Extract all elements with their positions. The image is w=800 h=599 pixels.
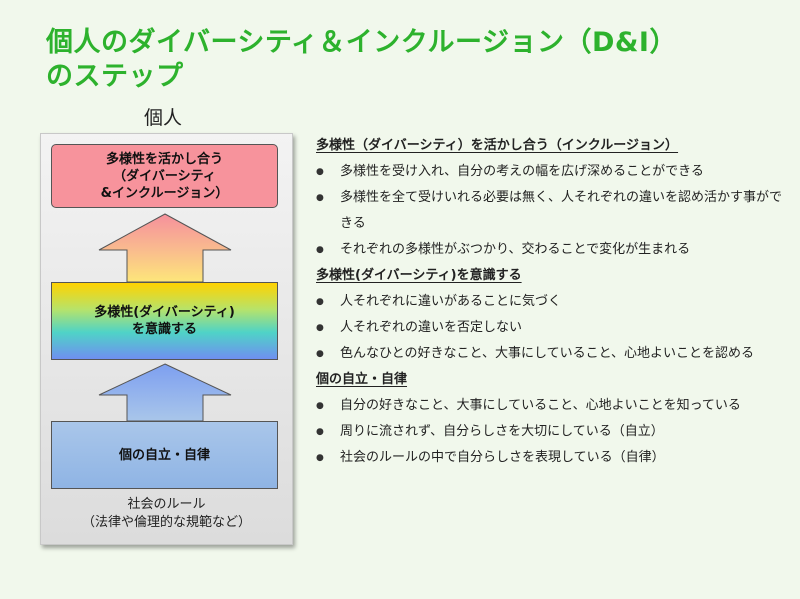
step-box-independence: 個の自立・自律: [51, 421, 278, 489]
diversity-line-2: を意識する: [131, 322, 197, 337]
steps-diagram: 多様性を活かし合う （ダイバーシティ &インクルージョン） 多様性(ダイバーシテ…: [40, 133, 293, 545]
diversity-line-1: 多様性(ダイバーシティ): [94, 305, 235, 320]
inclusion-line-2: （ダイバーシティ: [113, 168, 216, 184]
inclusion-line-3: &インクルージョン）: [100, 185, 229, 201]
step-box-inclusion: 多様性を活かし合う （ダイバーシティ &インクルージョン）: [51, 144, 278, 208]
section-heading: 個の自立・自律: [316, 372, 408, 387]
section-inclusion: 多様性（ダイバーシティ）を活かし合う（インクルージョン） 多様性を受け入れ、自分…: [316, 133, 786, 263]
list-item: 多様性を受け入れ、自分の考えの幅を広げ深めることができる: [316, 159, 786, 185]
independence-line-1: 個の自立・自律: [118, 447, 210, 463]
social-rules-line-1: 社会のルール: [127, 497, 206, 512]
section-independence: 個の自立・自律 自分の好きなこと、大事にしていること、心地よいことを知っている …: [316, 367, 786, 471]
lower-arrow: [98, 363, 232, 422]
list-item: 社会のルールの中で自分らしさを表現している（自律）: [316, 445, 786, 471]
list-item: それぞれの多様性がぶつかり、交わることで変化が生まれる: [316, 237, 786, 263]
section-heading: 多様性(ダイバーシティ)を意識する: [316, 268, 522, 283]
list-item: 人それぞれの違いを否定しない: [316, 315, 786, 341]
list-item: 色んなひとの好きなこと、大事にしていること、心地よいことを認める: [316, 341, 786, 367]
section-heading: 多様性（ダイバーシティ）を活かし合う（インクルージョン）: [316, 138, 679, 153]
list-item: 周りに流されず、自分らしさを大切にしている（自立）: [316, 419, 786, 445]
slide-title: 個人のダイバーシティ＆インクルージョン（D&I） のステップ: [46, 26, 677, 94]
social-rules-base: 社会のルール （法律や倫理的な規範など）: [41, 496, 292, 532]
list-item: 自分の好きなこと、大事にしていること、心地よいことを知っている: [316, 393, 786, 419]
social-rules-line-2: （法律や倫理的な規範など）: [81, 515, 251, 530]
explanation-list: 多様性（ダイバーシティ）を活かし合う（インクルージョン） 多様性を受け入れ、自分…: [316, 133, 786, 471]
upper-arrow: [98, 213, 232, 283]
title-line-2: のステップ: [46, 61, 184, 92]
arrows-graphic: [98, 213, 232, 422]
person-label: 個人: [144, 107, 183, 129]
title-line-1: 個人のダイバーシティ＆インクルージョン（D&I）: [46, 27, 677, 58]
list-item: 多様性を全て受けいれる必要は無く、人それぞれの違いを認め活かす事ができる: [316, 185, 786, 237]
list-item: 人それぞれに違いがあることに気づく: [316, 289, 786, 315]
step-box-diversity: 多様性(ダイバーシティ) を意識する: [51, 282, 278, 360]
inclusion-line-1: 多様性を活かし合う: [105, 151, 223, 167]
section-diversity: 多様性(ダイバーシティ)を意識する 人それぞれに違いがあることに気づく 人それぞ…: [316, 263, 786, 367]
